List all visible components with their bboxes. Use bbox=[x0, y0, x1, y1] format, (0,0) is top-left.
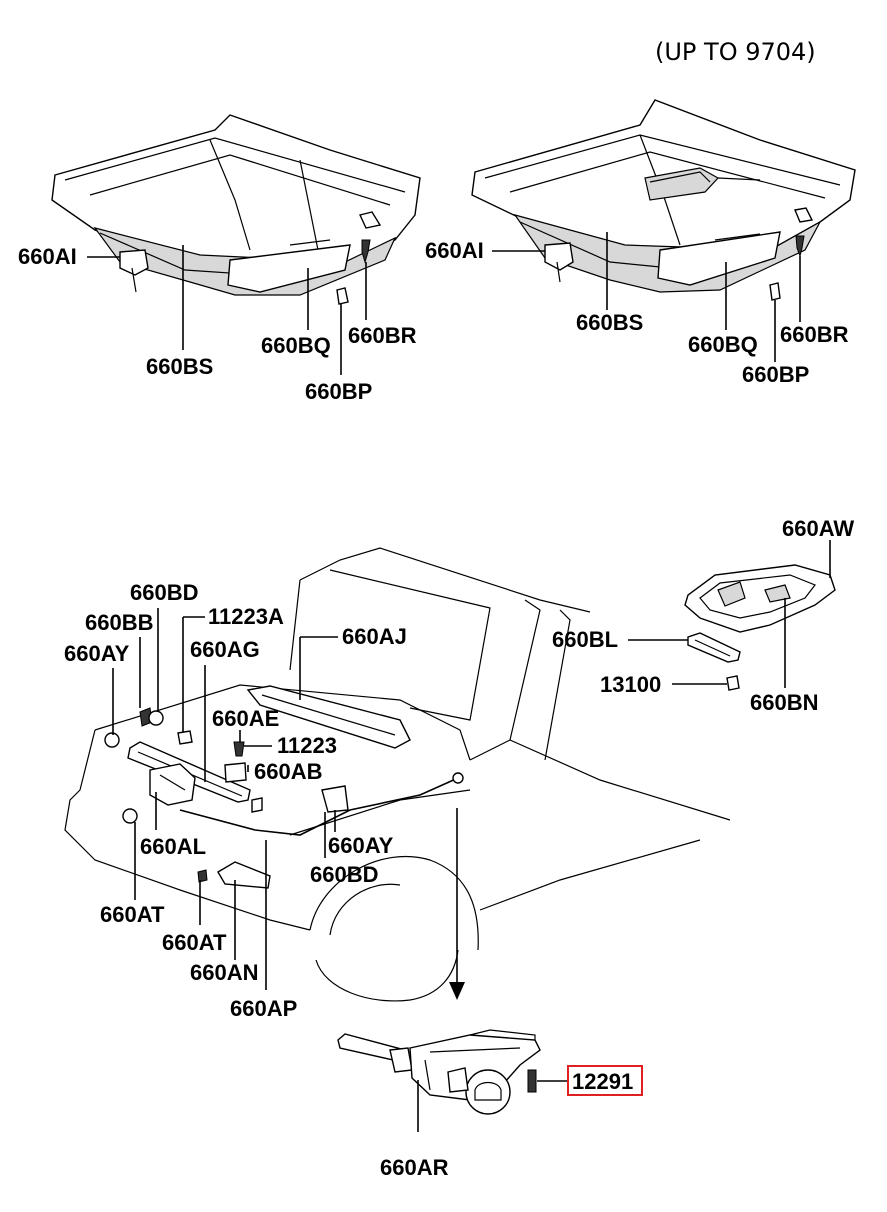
callout-660BQ-left: 660BQ bbox=[261, 333, 331, 358]
callout-660AY-lower: 660AY bbox=[328, 833, 394, 858]
callout-660AB: 660AB bbox=[254, 759, 322, 784]
callout-11223: 11223 bbox=[277, 733, 337, 758]
tray-assembly bbox=[628, 540, 836, 691]
hood-assembly-right bbox=[471, 99, 856, 362]
callout-660AR: 660AR bbox=[380, 1155, 449, 1180]
callout-11223A: 11223A bbox=[208, 604, 284, 629]
callout-660AY-upper: 660AY bbox=[64, 641, 130, 666]
callout-660AE: 660AE bbox=[212, 706, 279, 731]
callout-660BP-left: 660BP bbox=[305, 379, 372, 404]
callout-660BB: 660BB bbox=[85, 610, 153, 635]
model-range-note: (UP TO 9704) bbox=[655, 38, 816, 66]
callout-660AP: 660AP bbox=[230, 996, 297, 1021]
callout-660BN: 660BN bbox=[750, 690, 818, 715]
callout-660AW: 660AW bbox=[782, 516, 854, 541]
callout-660BL: 660BL bbox=[552, 627, 618, 652]
callout-660AJ: 660AJ bbox=[342, 624, 407, 649]
callout-660BP-right: 660BP bbox=[742, 362, 809, 387]
callout-660AT-left: 660AT bbox=[100, 902, 165, 927]
detail-arrow bbox=[449, 808, 465, 1000]
callout-12291: 12291 bbox=[572, 1069, 633, 1094]
callout-660AT-right: 660AT bbox=[162, 930, 227, 955]
callout-660BR-left: 660BR bbox=[348, 323, 417, 348]
hood-assembly-left bbox=[51, 114, 421, 375]
callout-660AN: 660AN bbox=[190, 960, 258, 985]
callout-660BS-left: 660BS bbox=[146, 354, 213, 379]
hood-release-handle bbox=[337, 1029, 568, 1132]
callout-660BD-lower: 660BD bbox=[310, 862, 378, 887]
callout-660AL: 660AL bbox=[140, 834, 206, 859]
callout-660AG: 660AG bbox=[190, 637, 260, 662]
callout-660BS-right: 660BS bbox=[576, 310, 643, 335]
callout-13100: 13100 bbox=[600, 672, 661, 697]
callout-660AI-left: 660AI bbox=[18, 244, 77, 269]
callout-660BR-right: 660BR bbox=[780, 322, 849, 347]
callout-660AI-right: 660AI bbox=[425, 238, 484, 263]
callout-660BQ-right: 660BQ bbox=[688, 332, 758, 357]
highlight-box-12291 bbox=[567, 1065, 643, 1096]
vehicle-front bbox=[64, 547, 731, 1002]
callout-660BD: 660BD bbox=[130, 580, 198, 605]
